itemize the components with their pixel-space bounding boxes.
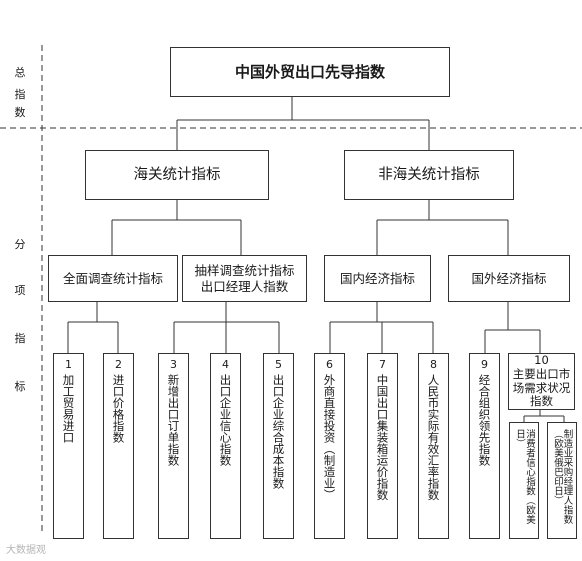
watermark: 大数据观 xyxy=(6,545,46,556)
leaf-number: 3 xyxy=(170,358,177,371)
leaf-node-9: 9 经合组织领先指数 xyxy=(469,353,500,539)
leaf-number: 8 xyxy=(430,358,437,371)
non-customs-indicators-node: 非海关统计指标 xyxy=(344,150,514,200)
leaf10-label-2: 场需求状况 xyxy=(512,380,571,395)
sub-node-label: 制造业采购经理人指数（欧美俄巴印日） xyxy=(552,429,573,524)
leaf10-label-3: 指数 xyxy=(530,394,553,409)
full-survey-node: 全面调查统计指标 xyxy=(48,255,178,302)
leaf-label: 出口企业综合成本指数 xyxy=(271,374,286,489)
leaf-node-5: 5 出口企业综合成本指数 xyxy=(263,353,294,539)
leaf-label: 新增出口订单指数 xyxy=(166,374,181,466)
sample-survey-node: 抽样调查统计指标 出口经理人指数 xyxy=(182,255,307,302)
sub-node-manufacturing-pmi: 制造业采购经理人指数（欧美俄巴印日） xyxy=(547,422,577,539)
leaf-node-4: 4 出口企业信心指数 xyxy=(210,353,241,539)
leaf-number: 10 xyxy=(534,352,549,367)
leaf-label: 外商直接投资（制造业） xyxy=(322,374,337,501)
leaf-number: 9 xyxy=(481,358,488,371)
leaf-node-8: 8 人民币实际有效汇率指数 xyxy=(418,353,449,539)
leaf-number: 5 xyxy=(275,358,282,371)
sample-survey-label-2: 出口经理人指数 xyxy=(200,278,289,294)
side-label-sub-2: 项 xyxy=(14,284,26,297)
leaf-number: 1 xyxy=(65,358,72,371)
leaf-number: 7 xyxy=(379,358,386,371)
side-label-total-1: 总 xyxy=(14,66,26,79)
leaf-node-6: 6 外商直接投资（制造业） xyxy=(314,353,345,539)
sub-node-label: 消费者信心指数（欧美日） xyxy=(514,429,535,524)
side-label-sub-3: 指 xyxy=(14,332,26,345)
leaf-node-1: 1 加工贸易进口 xyxy=(53,353,84,539)
leaf-label: 加工贸易进口 xyxy=(61,374,76,443)
leaf-node-2: 2 进口价格指数 xyxy=(103,353,134,539)
leaf-label: 人民币实际有效汇率指数 xyxy=(426,374,441,501)
side-label-sub-1: 分 xyxy=(14,238,26,251)
side-label-total-2: 指 xyxy=(14,88,26,101)
sub-node-consumer-confidence: 消费者信心指数（欧美日） xyxy=(509,422,539,539)
leaf-number: 6 xyxy=(326,358,333,371)
foreign-economy-node: 国外经济指标 xyxy=(448,255,570,302)
leaf-label: 进口价格指数 xyxy=(111,374,126,443)
domestic-economy-node: 国内经济指标 xyxy=(324,255,431,302)
side-label-sub-4: 标 xyxy=(14,380,26,393)
leaf-label: 经合组织领先指数 xyxy=(477,374,492,466)
leaf10-label-1: 主要出口市 xyxy=(512,366,571,381)
leaf-label: 出口企业信心指数 xyxy=(218,374,233,466)
root-node: 中国外贸出口先导指数 xyxy=(170,47,450,97)
side-label-total-3: 数 xyxy=(14,106,26,119)
leaf-node-3: 3 新增出口订单指数 xyxy=(158,353,189,539)
leaf-label: 中国出口集装箱运价指数 xyxy=(375,374,390,501)
leaf-number: 4 xyxy=(222,358,229,371)
leaf-node-10: 10 主要出口市 场需求状况 指数 xyxy=(508,353,575,410)
sample-survey-label-1: 抽样调查统计指标 xyxy=(194,262,295,278)
leaf-number: 2 xyxy=(115,358,122,371)
leaf-node-7: 7 中国出口集装箱运价指数 xyxy=(367,353,398,539)
customs-indicators-node: 海关统计指标 xyxy=(85,150,269,200)
